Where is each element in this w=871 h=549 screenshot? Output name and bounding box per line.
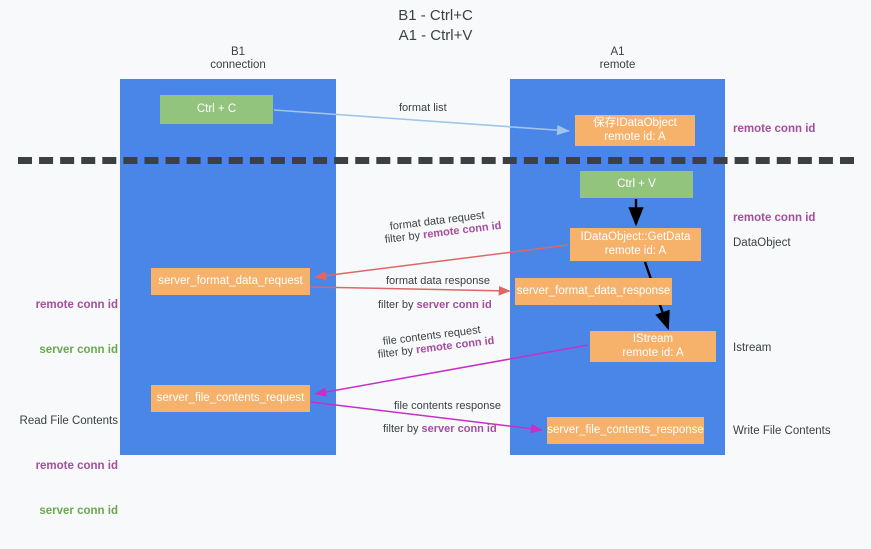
- label-remote-conn-id-mid: remote conn id: [733, 212, 816, 224]
- caption-filter-key-server-conn-id: server conn id: [421, 423, 497, 435]
- caption-filter-key-server-conn-id: server conn id: [416, 299, 492, 311]
- label-dataobject: DataObject: [733, 237, 791, 249]
- phase-divider: [18, 157, 854, 164]
- node-idataobject-store[interactable]: 保存IDataObject remote id: A: [575, 115, 695, 146]
- caption-filter-prefix: filter by: [377, 344, 417, 361]
- label-istream: Istream: [733, 342, 772, 354]
- caption-format-data-response: format data response: [386, 275, 490, 287]
- caption-format-list: format list: [399, 102, 447, 114]
- caption-filter-prefix: filter by: [378, 299, 417, 311]
- label-read-file-contents: Read File Contents: [19, 415, 118, 427]
- caption-format-data-response-filter: filter by server conn id: [378, 298, 492, 312]
- label-server-conn-id: server conn id: [39, 505, 118, 517]
- diagram-canvas: B1 - Ctrl+C A1 - Ctrl+V B1 connection A1…: [18, 7, 854, 517]
- label-remote-conn-id: remote conn id: [35, 299, 118, 311]
- caption-filter-prefix: filter by: [383, 423, 422, 435]
- label-server-conn-id: server conn id: [39, 344, 118, 356]
- page-title: B1 - Ctrl+C A1 - Ctrl+V: [398, 7, 473, 44]
- node-istream[interactable]: IStream remote id: A: [590, 331, 716, 362]
- lane-header-a1: A1 remote: [599, 46, 636, 71]
- node-server-file-contents-response[interactable]: server_file_contents_response: [547, 417, 704, 444]
- node-server-file-contents-request[interactable]: server_file_contents_request: [151, 385, 310, 412]
- node-server-format-data-request[interactable]: server_format_data_request: [151, 268, 310, 295]
- caption-file-contents-response-filter: filter by server conn id: [383, 422, 497, 436]
- caption-filter-prefix: filter by: [384, 229, 424, 246]
- node-idataobject-getdata[interactable]: IDataObject::GetData remote id: A: [570, 228, 701, 261]
- node-ctrl-v[interactable]: Ctrl + V: [580, 171, 693, 198]
- label-write-file-contents: Write File Contents: [733, 425, 831, 437]
- lane-header-b1: B1 connection: [210, 46, 266, 71]
- label-remote-conn-id-top: remote conn id: [733, 123, 816, 135]
- label-conn-ids-mid: remote conn id server conn id: [22, 268, 118, 388]
- node-server-format-data-response[interactable]: server_format_data_response: [515, 278, 672, 305]
- caption-file-contents-response: file contents response: [394, 400, 502, 412]
- node-ctrl-c[interactable]: Ctrl + C: [160, 95, 273, 124]
